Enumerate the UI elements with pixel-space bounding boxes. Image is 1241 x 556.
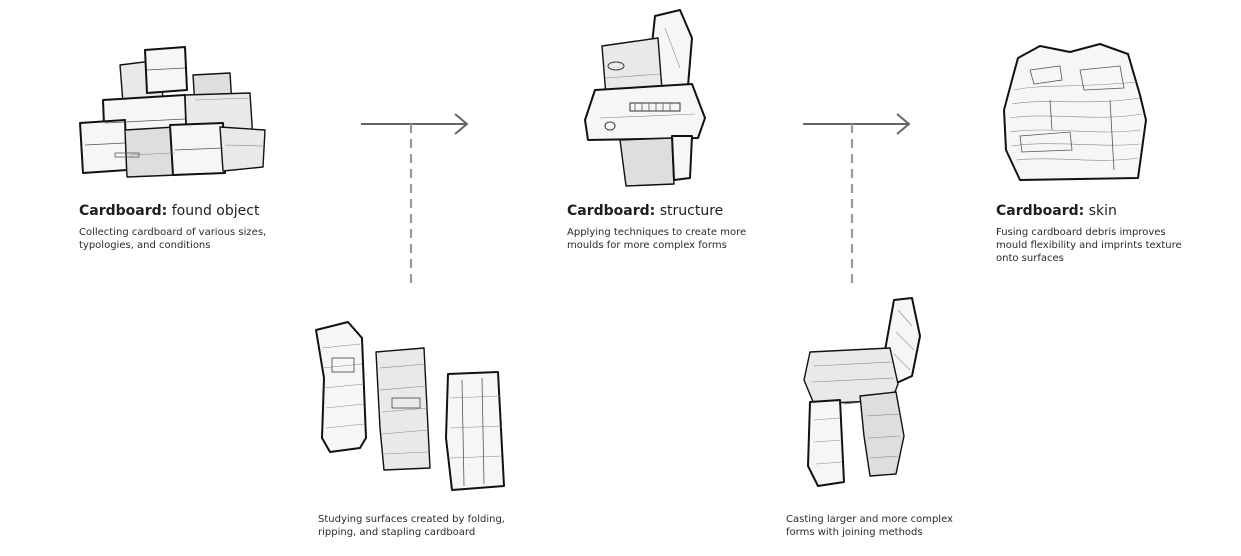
cast-pillars-icon <box>315 321 505 491</box>
stage-description: Fusing cardboard debris improves mould f… <box>996 227 1182 264</box>
cardboard-chair-mould-icon <box>584 9 706 187</box>
stage-skin: Cardboard: skin Fusing cardboard debris … <box>996 202 1196 265</box>
stage-title-bold: Cardboard: <box>79 203 168 219</box>
cardboard-boxes-icon <box>79 46 266 178</box>
textured-block-icon <box>1003 43 1147 181</box>
stage-title-rest: skin <box>1084 203 1117 219</box>
stage-title-bold: Cardboard: <box>567 203 656 219</box>
branch-casting-description: Casting larger and more complex forms wi… <box>786 514 953 538</box>
stage-title-rest: structure <box>655 203 724 219</box>
stage-title: Cardboard: skin <box>996 202 1196 220</box>
stage-structure: Cardboard: structure Applying techniques… <box>567 202 767 252</box>
right-arrow-icon <box>361 113 469 135</box>
branch-surfaces-description: Studying surfaces created by folding, ri… <box>318 514 505 538</box>
stage-title: Cardboard: found object <box>79 202 289 220</box>
stage-title-bold: Cardboard: <box>996 203 1085 219</box>
stage-description: Applying techniques to create more mould… <box>567 227 747 251</box>
stage-title-rest: found object <box>167 203 260 219</box>
stage-title: Cardboard: structure <box>567 202 767 220</box>
cast-chair-icon <box>803 297 921 487</box>
stage-found-object: Cardboard: found object Collecting cardb… <box>79 202 289 252</box>
right-arrow-icon <box>803 113 911 135</box>
stage-description: Collecting cardboard of various sizes, t… <box>79 227 267 251</box>
